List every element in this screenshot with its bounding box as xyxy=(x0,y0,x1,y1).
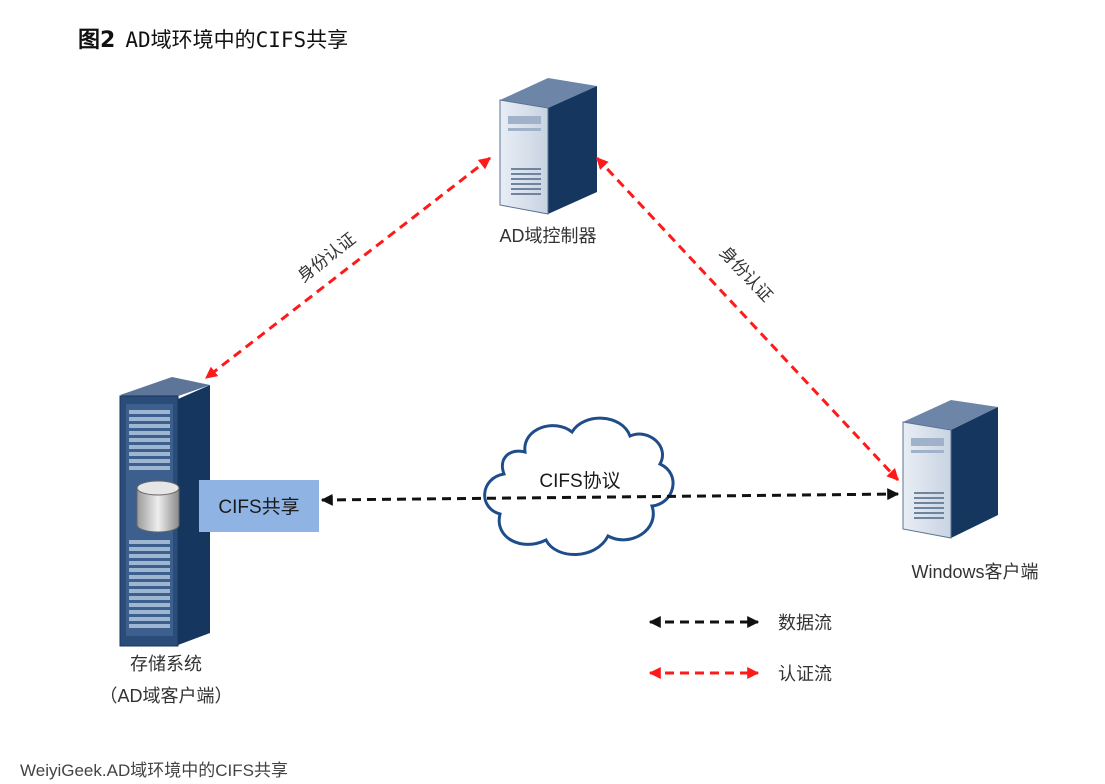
legend: 数据流 认证流 xyxy=(648,613,832,684)
rack-slot xyxy=(129,466,170,470)
figure-title-text: AD域环境中的CIFS共享 xyxy=(125,28,349,52)
rack-slot xyxy=(129,554,170,558)
storage-rack-icon xyxy=(119,377,210,647)
windows-client-label: Windows客户端 xyxy=(911,562,1038,582)
rack-slot xyxy=(129,459,170,463)
windows-client-server-icon xyxy=(902,400,998,539)
legend-data-label: 数据流 xyxy=(778,613,832,633)
rack-slot xyxy=(129,547,170,551)
rack-slot xyxy=(129,624,170,628)
rack-slot xyxy=(129,561,170,565)
rack-slot xyxy=(129,610,170,614)
auth-arrow-right xyxy=(595,156,900,482)
rack-slot xyxy=(129,417,170,421)
rack-slot xyxy=(129,540,170,544)
rack-slot xyxy=(129,445,170,449)
rack-slot xyxy=(129,452,170,456)
cifs-share-box xyxy=(199,480,319,532)
ad-controller-label: AD域控制器 xyxy=(499,226,596,246)
legend-auth-label: 认证流 xyxy=(778,664,832,684)
storage-label-line2: （AD域客户端） xyxy=(99,686,232,706)
figure-caption: WeiyiGeek.AD域环境中的CIFS共享 xyxy=(20,761,288,780)
rack-slot xyxy=(129,575,170,579)
figure-number: 图2 xyxy=(78,28,116,53)
cifs-share-label: CIFS共享 xyxy=(218,496,299,518)
cifs-protocol-label: CIFS协议 xyxy=(539,470,620,492)
rack-slot xyxy=(129,582,170,586)
figure-title: 图2 AD域环境中的CIFS共享 xyxy=(78,22,348,54)
rack-slot xyxy=(129,410,170,414)
auth-arrow-left xyxy=(205,156,491,380)
rack-slot xyxy=(129,617,170,621)
ad-controller-server-icon xyxy=(499,78,597,215)
rack-slot xyxy=(129,568,170,572)
auth-label-left: 身份认证 xyxy=(294,229,359,286)
rack-slot xyxy=(129,589,170,593)
rack-slot xyxy=(129,596,170,600)
rack-slot xyxy=(129,603,170,607)
rack-slot xyxy=(129,424,170,428)
rack-slot xyxy=(129,431,170,435)
storage-label-line1: 存储系统 xyxy=(130,654,202,674)
rack-slot xyxy=(129,438,170,442)
data-arrow xyxy=(320,488,900,506)
